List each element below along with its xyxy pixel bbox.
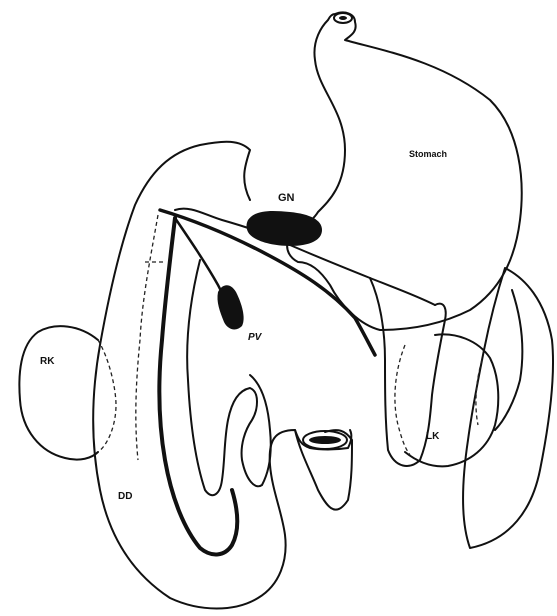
lk-label: LK [426, 432, 439, 442]
portal-vein-blob [217, 285, 243, 329]
duodenum-outline [93, 142, 352, 609]
ganglion-node [247, 211, 323, 246]
pv-label: PV [248, 333, 261, 343]
left-kidney-outline [405, 334, 498, 466]
duodenum-hidden-line [136, 215, 158, 460]
left-kidney-hidden-edge [395, 345, 410, 455]
dd-label: DD [118, 492, 132, 502]
stomach-label: Stomach [409, 150, 447, 159]
stomach-outline [287, 12, 522, 330]
right-kidney-outline [19, 326, 98, 459]
right-kidney-hidden-edge [98, 340, 116, 452]
bowel-segment-inner [309, 436, 341, 444]
gn-label: GN [278, 193, 295, 204]
spleen-outline [463, 268, 553, 548]
rk-label: RK [40, 357, 54, 367]
esophagus-lumen [339, 16, 347, 20]
spleen-inner-line [495, 290, 522, 430]
